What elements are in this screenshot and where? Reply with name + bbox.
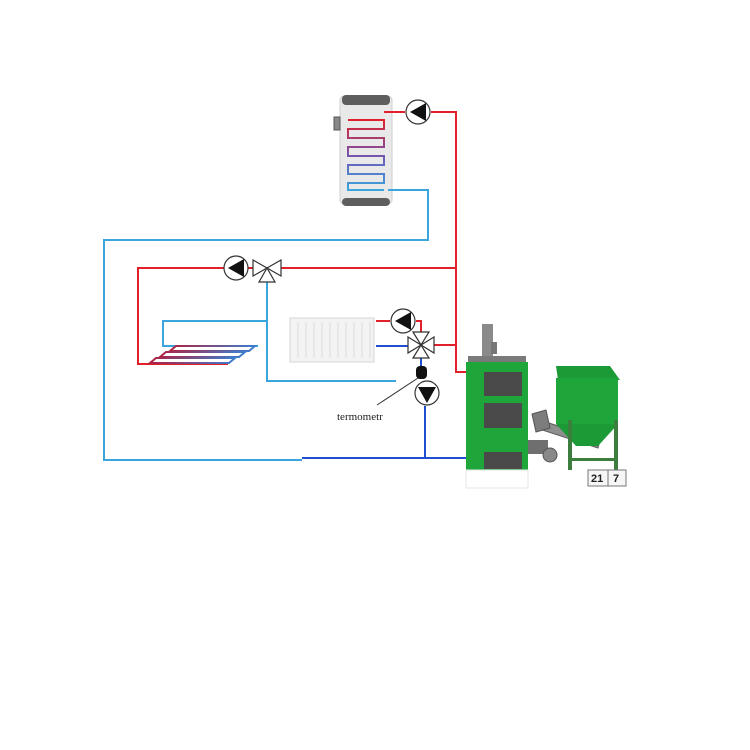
- floor-pump-to-floor-pipe: [137, 267, 228, 365]
- thermometer-icon: [376, 366, 427, 406]
- pump-icon: [223, 255, 249, 281]
- boiler-top: [468, 356, 526, 364]
- tank-coil: [347, 119, 385, 191]
- boiler-chimney-flange: [491, 342, 497, 354]
- pump-icon: [405, 99, 431, 125]
- valve-to-radiator-pump-pipe: [416, 320, 422, 332]
- burner-fan: [542, 447, 558, 463]
- floor-loop-1: [167, 345, 258, 352]
- number-box-label-right: 7: [613, 473, 619, 485]
- cold-pipes-dark: [302, 345, 470, 459]
- tank-sensor: [333, 116, 341, 131]
- boiler: [465, 324, 529, 489]
- pump-icon: [414, 380, 440, 406]
- hot-water-tank: [333, 95, 393, 206]
- number-box-label-left: 21: [591, 473, 603, 485]
- tank-pump-to-boiler-pipe: [431, 111, 470, 373]
- floor-return-pipe: [162, 280, 268, 347]
- floor-loop-3: [147, 357, 238, 364]
- hopper-lid: [556, 366, 620, 380]
- three-way-valve-icon: [252, 258, 282, 283]
- number-box: 21: [587, 469, 609, 487]
- floor-loop-2: [157, 351, 248, 358]
- auger-motor: [531, 409, 551, 433]
- hopper-brace: [568, 458, 618, 461]
- burner-unit: [528, 440, 548, 454]
- tank-top-cap: [342, 95, 390, 105]
- radiator: [289, 317, 375, 363]
- hopper-leg: [614, 420, 618, 470]
- underfloor-heating: [147, 345, 258, 364]
- pellet-feeder: [528, 366, 620, 470]
- hopper-leg: [568, 420, 572, 470]
- pump-icon: [390, 308, 416, 334]
- thermometer-label: termometr: [337, 411, 383, 423]
- tank-return-pipe: [103, 189, 429, 461]
- boiler-door-bottom: [484, 452, 522, 469]
- boiler-base: [465, 469, 529, 489]
- hopper-body: [556, 378, 618, 424]
- four-way-valve-icon: [407, 331, 435, 359]
- radiator-body: [289, 317, 375, 363]
- number-box: 7: [607, 469, 627, 487]
- boiler-door-middle: [484, 403, 522, 428]
- boiler-chimney: [482, 324, 493, 360]
- tank-bottom-cap: [342, 198, 390, 206]
- boiler-door-top: [484, 372, 522, 396]
- radiator-loop-return-pipe: [266, 321, 396, 382]
- thermometer-leader-line: [376, 377, 419, 406]
